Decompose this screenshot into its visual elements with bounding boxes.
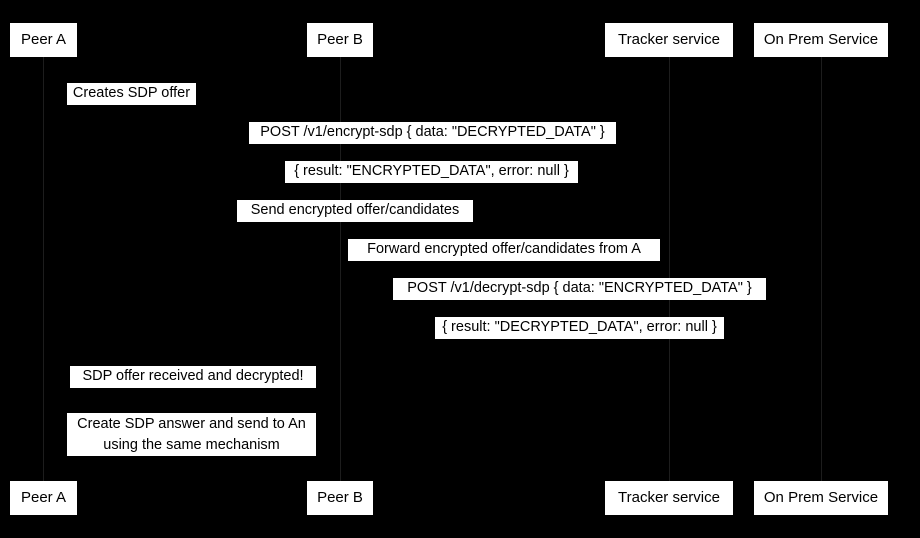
message-send-encrypted-offer: Send encrypted offer/candidates	[237, 200, 473, 222]
message-creates-sdp-offer: Creates SDP offer	[67, 83, 196, 105]
participant-footer-peer-a[interactable]: Peer A	[10, 481, 77, 515]
participant-header-peer-b[interactable]: Peer B	[307, 23, 373, 57]
lifeline-tracker-service	[669, 57, 670, 481]
participant-footer-on-prem-service[interactable]: On Prem Service	[754, 481, 888, 515]
participant-header-on-prem-service[interactable]: On Prem Service	[754, 23, 888, 57]
message-forward-encrypted-offer: Forward encrypted offer/candidates from …	[348, 239, 660, 261]
message-post-encrypt-sdp: POST /v1/encrypt-sdp { data: "DECRYPTED_…	[249, 122, 616, 144]
lifeline-on-prem-service	[821, 57, 822, 481]
lifeline-peer-b	[340, 57, 341, 481]
lifeline-peer-a	[43, 57, 44, 481]
message-create-sdp-answer: Create SDP answer and send to An using t…	[67, 413, 316, 456]
participant-header-tracker-service[interactable]: Tracker service	[605, 23, 733, 57]
message-sdp-offer-received: SDP offer received and decrypted!	[70, 366, 316, 388]
message-result-decrypted-data: { result: "DECRYPTED_DATA", error: null …	[435, 317, 724, 339]
message-post-decrypt-sdp: POST /v1/decrypt-sdp { data: "ENCRYPTED_…	[393, 278, 766, 300]
participant-footer-peer-b[interactable]: Peer B	[307, 481, 373, 515]
participant-header-peer-a[interactable]: Peer A	[10, 23, 77, 57]
message-result-encrypted-data: { result: "ENCRYPTED_DATA", error: null …	[285, 161, 578, 183]
participant-footer-tracker-service[interactable]: Tracker service	[605, 481, 733, 515]
